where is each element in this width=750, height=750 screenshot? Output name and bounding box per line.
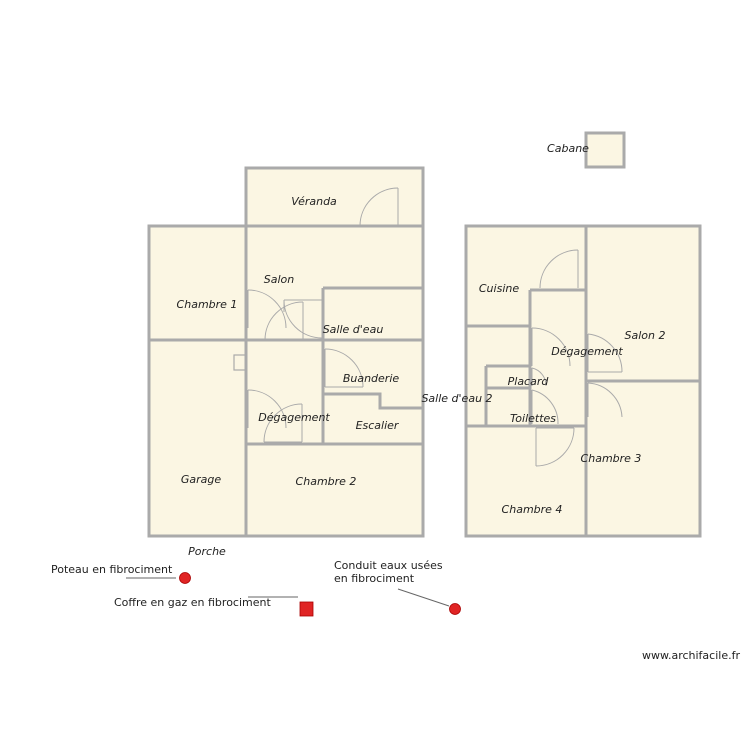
conduit-leader (397, 588, 450, 607)
buanderie-door[interactable] (324, 348, 364, 388)
chambre1-label: Chambre 1 (177, 298, 238, 311)
poteau-marker[interactable] (179, 572, 191, 584)
salle-eau-label: Salle d'eau (323, 323, 384, 336)
buanderie-label: Buanderie (343, 372, 400, 385)
poteau-label: Poteau en fibrociment (51, 563, 173, 576)
right-building: Cuisine Salon 2 Dégagement Placard Salle… (421, 224, 702, 538)
degagement-label: Dégagement (258, 411, 330, 424)
salle-eau-door[interactable] (283, 299, 323, 339)
chambre4-label: Chambre 4 (502, 503, 563, 516)
annotation-poteau: Poteau en fibrociment (51, 563, 191, 584)
toilettes-door[interactable] (531, 389, 559, 425)
salle-eau2-label: Salle d'eau 2 (421, 392, 492, 405)
chambre3-door[interactable] (587, 382, 623, 418)
chambre4-door[interactable] (535, 427, 575, 467)
coffre-marker[interactable] (299, 601, 314, 617)
veranda-room[interactable] (246, 168, 423, 226)
annotation-coffre: Coffre en gaz en fibrociment (114, 596, 314, 617)
chambre1-door[interactable] (247, 289, 287, 329)
garage-label: Garage (181, 473, 222, 486)
cabane-label: Cabane (547, 142, 589, 155)
cabane[interactable]: Cabane (547, 131, 626, 169)
left-exterior-walls (147, 224, 425, 538)
escalier-label: Escalier (356, 419, 400, 432)
salon-label: Salon (264, 273, 295, 286)
degagement-door[interactable] (247, 389, 287, 429)
toilettes-label: Toilettes (510, 412, 556, 425)
watermark-text: www.archifacile.fr (642, 649, 740, 662)
degagement2-label: Dégagement (551, 345, 623, 358)
veranda-label: Véranda (291, 195, 337, 208)
chambre3-label: Chambre 3 (581, 452, 642, 465)
degagement2-door[interactable] (531, 327, 571, 367)
left-building-floor (149, 226, 423, 536)
wall-buanderie-escalier (323, 392, 423, 410)
coffre-label: Coffre en gaz en fibrociment (114, 596, 271, 609)
cuisine-label: Cuisine (479, 282, 519, 295)
conduit-marker[interactable] (449, 603, 461, 615)
conduit-label-line2: en fibrociment (334, 572, 415, 585)
chambre2-label: Chambre 2 (296, 475, 357, 488)
left-building: Véranda Chambre 1 Salon Salle d'eau Buan… (147, 166, 425, 558)
garage-pillar (233, 354, 247, 371)
annotation-conduit: Conduit eaux usées en fibrociment (334, 559, 461, 615)
placard-label: Placard (508, 375, 550, 388)
chambre2-door[interactable] (263, 403, 303, 443)
salon-door[interactable] (264, 301, 304, 341)
conduit-label-line1: Conduit eaux usées (334, 559, 443, 572)
veranda-door[interactable] (359, 187, 399, 227)
placard-door[interactable] (531, 367, 547, 387)
cuisine-door[interactable] (539, 249, 579, 289)
salon2-door[interactable] (587, 333, 623, 373)
salon2-label: Salon 2 (625, 329, 666, 342)
porche-label: Porche (188, 545, 226, 558)
